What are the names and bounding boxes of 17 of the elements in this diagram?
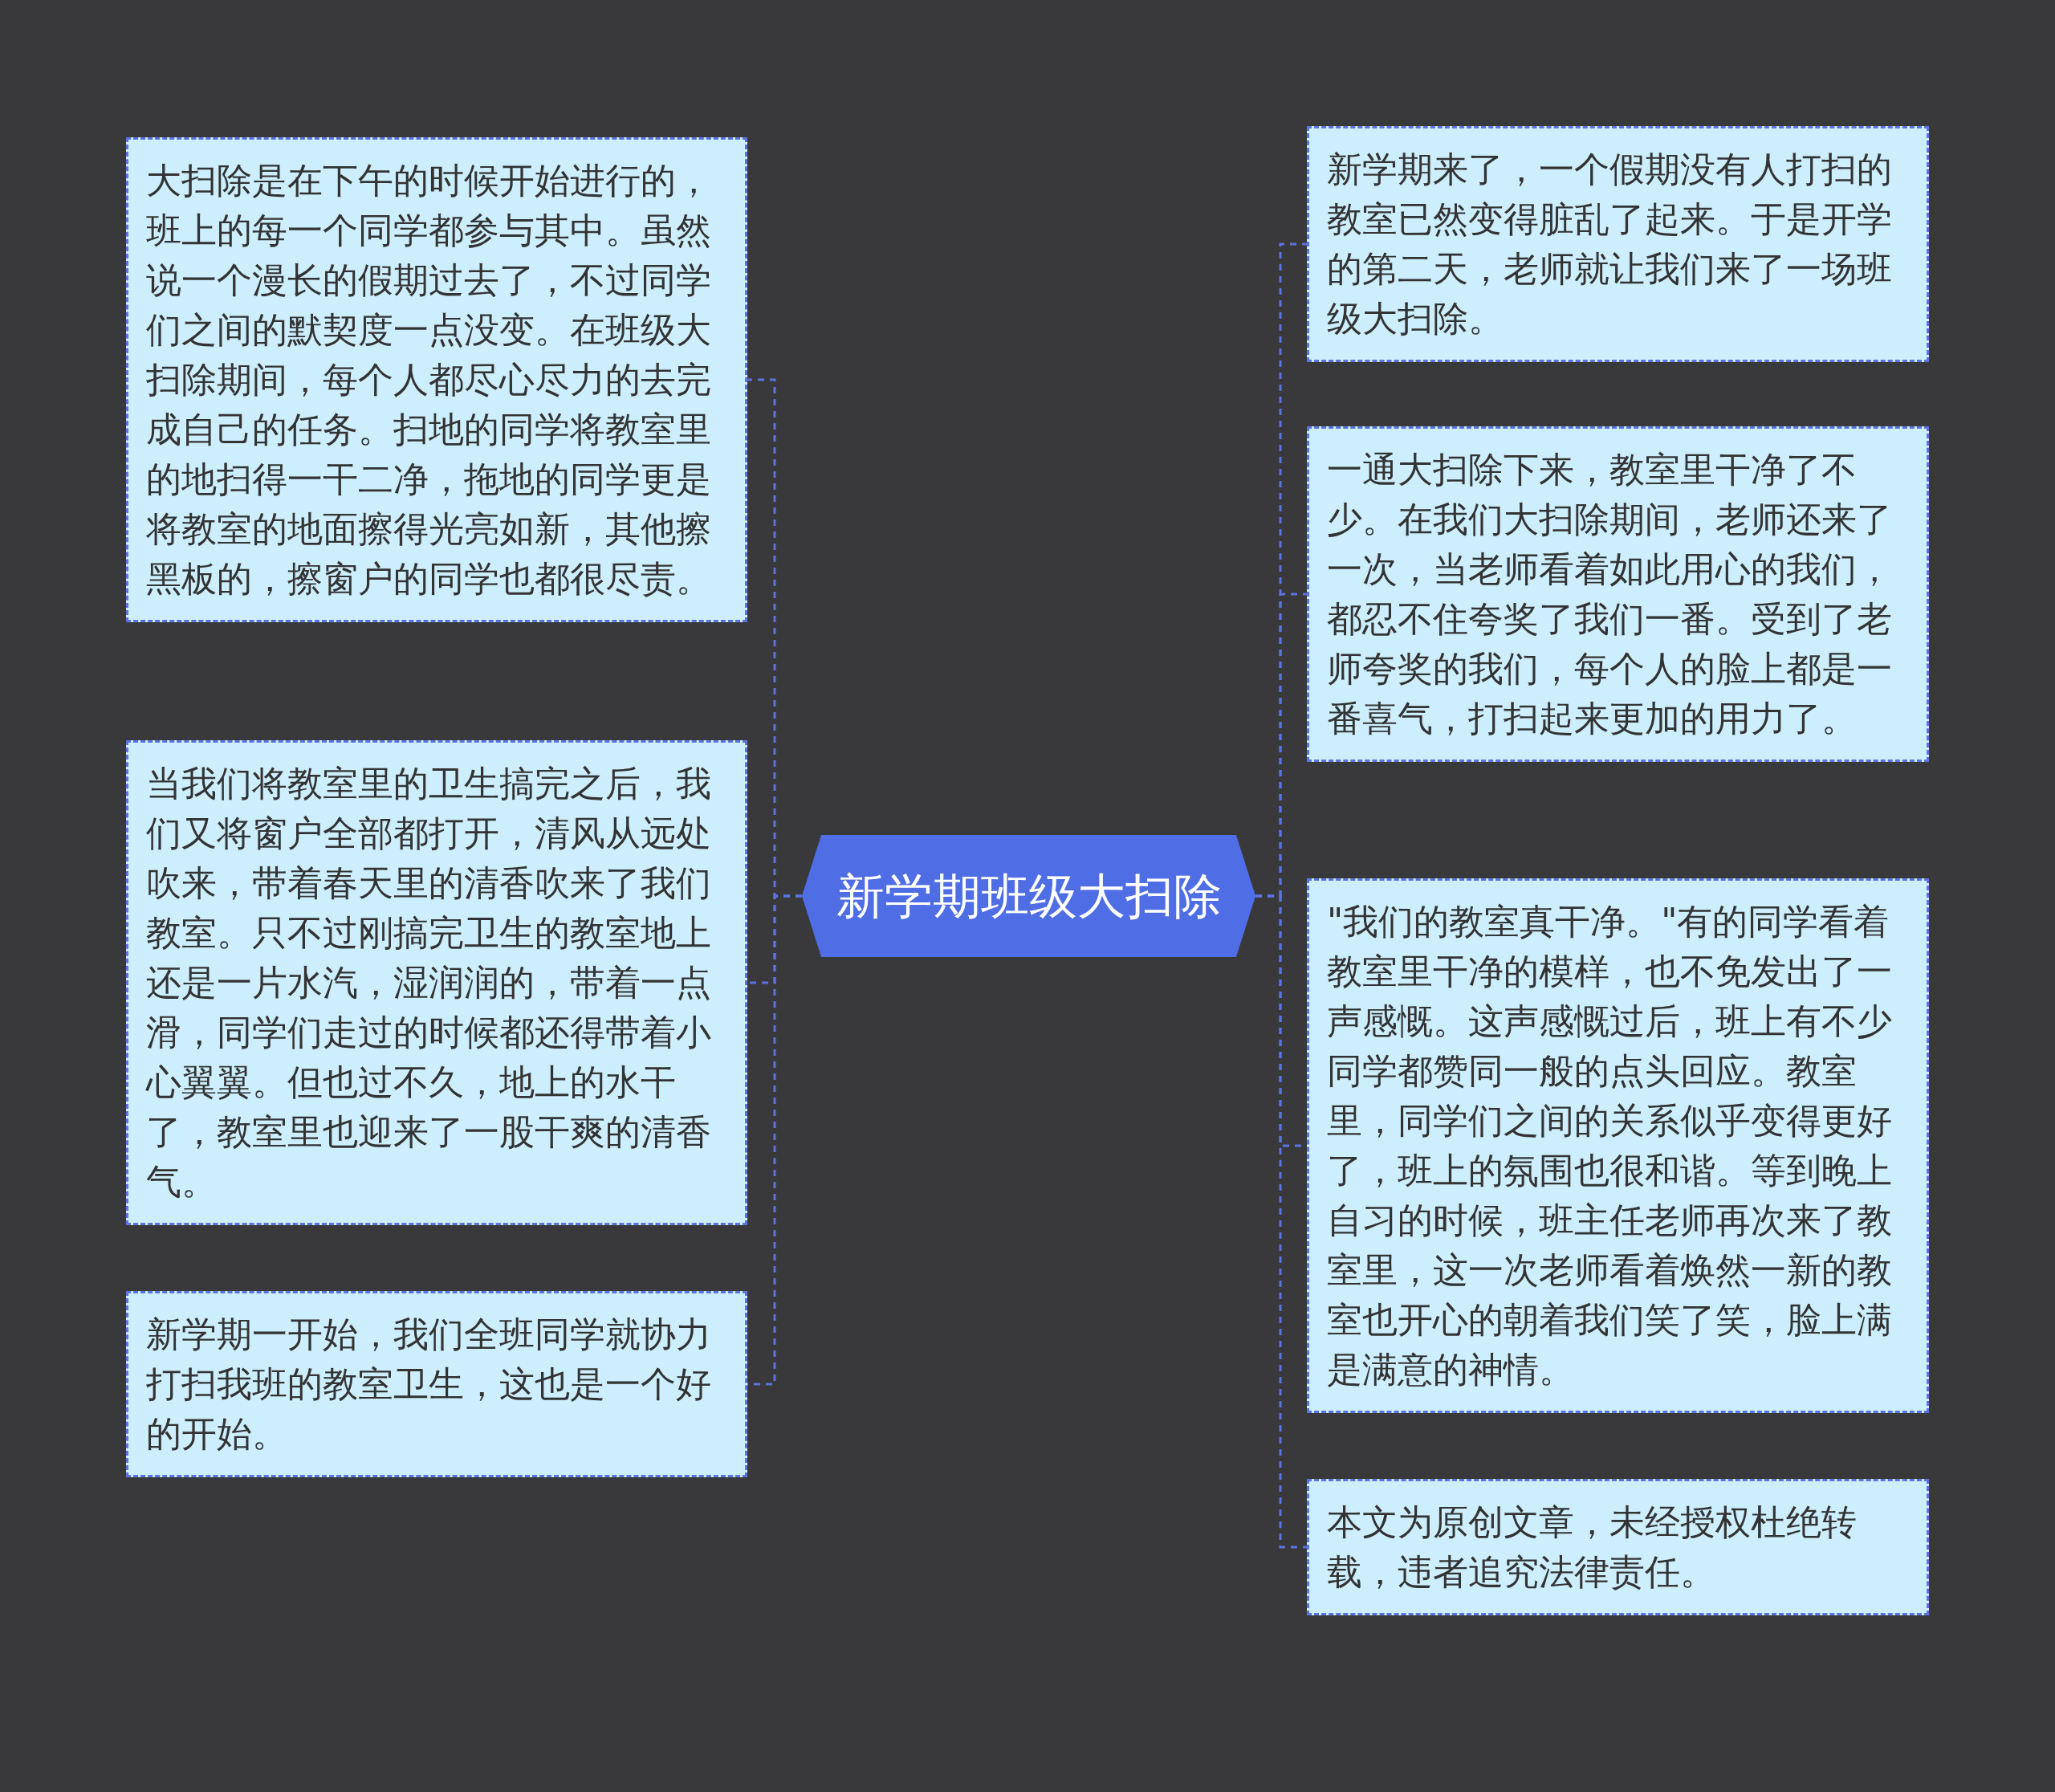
text-card xyxy=(126,1291,747,1477)
connector-line xyxy=(1255,894,1307,1549)
card-paragraph: 当我们将教室里的卫生搞完之后，我们又将窗户全部都打开，清风从远处吹来，带着春天里的清香吹来了我们教室。只不过刚搞完卫生的教室地上还是一片水汽，湿润润的，带着一点滑，同学们走过的时候都还得带着小心翼翼。但也过不久，地上的水干了，教室里也迎来了一股干爽的清香气。 xyxy=(146,762,712,1203)
text-card xyxy=(126,137,747,622)
text-card xyxy=(1307,426,1929,762)
topic-title: 新学期班级大扫除 xyxy=(836,867,1222,926)
card-paragraph: 大扫除是在下午的时候开始进行的，班上的每一个同学都参与其中。虽然说一个漫长的假期过去了，不过同学们之间的默契度一点没变。在班级大扫除期间，每个人都尽心尽力的去完成自己的任务。扫地的同学将教室里的地扫得一干二净，拖地的同学更是将教室的地面擦得光亮如新，其他擦黑板的，擦窗户的同学也都很尽责。 xyxy=(146,159,712,601)
topic-hexagon xyxy=(802,835,1255,957)
card-paragraph: 新学期来了，一个假期没有人打扫的教室已然变得脏乱了起来。于是开学的第二天，老师就让我们来了一场班级大扫除。 xyxy=(1327,148,1893,340)
card-paragraph: 新学期一开始，我们全班同学就协力打扫我班的教室卫生，这也是一个好的开始。 xyxy=(146,1313,712,1456)
text-card xyxy=(1307,126,1929,362)
text-card xyxy=(1307,1479,1929,1615)
card-paragraph: 本文为原创文章，未经授权杜绝转载，违者追究法律责任。 xyxy=(1327,1501,1858,1594)
text-card xyxy=(1307,878,1929,1413)
card-paragraph: 一通大扫除下来，教室里干净了不少。在我们大扫除期间，老师还来了一次，当老师看着如此用心的我们，都忍不住夸奖了我们一番。受到了老师夸奖的我们，每个人的脸上都是一番喜气，打扫起来更加的用力了。 xyxy=(1327,448,1893,740)
text-card xyxy=(126,740,747,1225)
card-paragraph: "我们的教室真干净。"有的同学看着教室里干净的模样，也不免发出了一声感慨。这声感慨过后，班上有不少同学都赞同一般的点头回应。教室里，同学们之间的关系似乎变得更好了，班上的氛围也很和谐。等到晚上自习的时候，班主任老师再次来了教室里，这一次老师看着焕然一新的教室也开心的朝着我们笑了笑，脸上满是满意的神情。 xyxy=(1327,900,1893,1391)
